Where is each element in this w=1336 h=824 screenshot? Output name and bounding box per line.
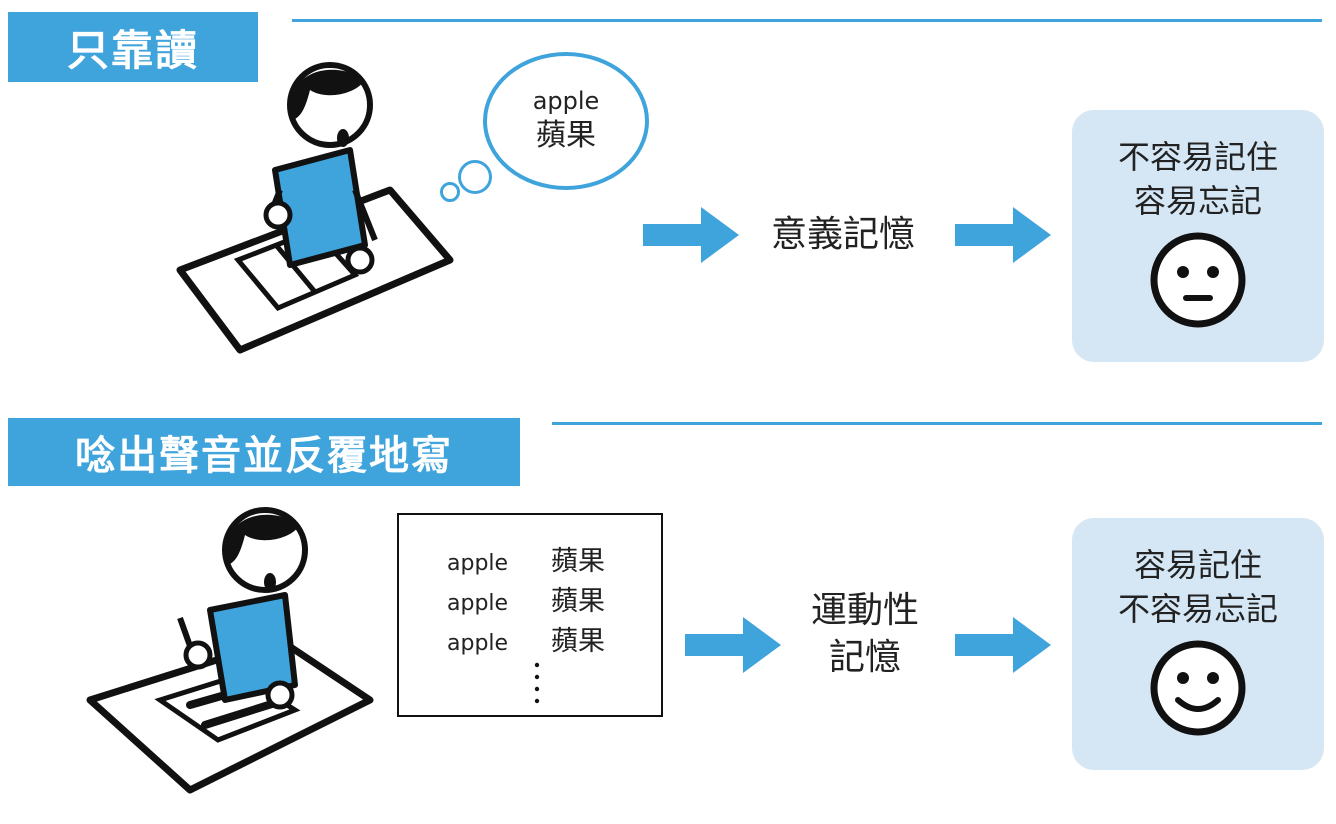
result-box: 容易記住 不容易忘記 xyxy=(1072,518,1324,770)
result-line-2: 容易忘記 xyxy=(1133,182,1262,220)
memory-type-line-1: 運動性 xyxy=(810,590,919,631)
section-header: 唸出聲音並反覆地寫 xyxy=(8,418,520,486)
notebook-word: apple xyxy=(447,591,509,616)
section-header: 只靠讀 xyxy=(8,12,258,82)
notebook-word: apple xyxy=(447,631,509,656)
memory-type-line-2: 記憶 xyxy=(828,636,901,678)
memory-type-label: 運動性 記憶 xyxy=(785,588,945,682)
thought-dot xyxy=(440,182,460,202)
reading-student-illustration xyxy=(176,62,454,354)
header-divider xyxy=(292,19,1322,22)
arrow-right-icon xyxy=(955,207,1051,263)
header-divider xyxy=(552,422,1322,425)
notebook-word: apple xyxy=(447,551,509,576)
thought-word: apple xyxy=(532,87,600,116)
notebook-meaning: 蘋果 xyxy=(551,586,605,617)
smiley-face-icon xyxy=(1150,640,1246,736)
thought-meaning: 蘋果 xyxy=(536,117,596,153)
notebook-row: apple 蘋果 xyxy=(447,619,605,658)
result-box: 不容易記住 容易忘記 xyxy=(1072,110,1324,362)
section-reading: 只靠讀 apple 蘋果 意義記憶 不容易記住 容易忘記 xyxy=(0,0,1336,400)
result-line-1: 容易記住 xyxy=(1133,546,1262,584)
arrow-right-icon xyxy=(955,617,1051,673)
notebook-meaning: 蘋果 xyxy=(551,626,605,657)
arrow-right-icon xyxy=(643,207,739,263)
ellipsis-icon xyxy=(534,662,540,704)
result-line-1: 不容易記住 xyxy=(1117,138,1278,176)
thought-bubble: apple 蘋果 xyxy=(483,52,649,190)
section-writing: 唸出聲音並反覆地寫 apple 蘋果 apple 蘋果 apple 蘋果 xyxy=(0,400,1336,824)
notebook-row: apple 蘋果 xyxy=(447,539,605,578)
result-line-2: 不容易忘記 xyxy=(1117,590,1278,628)
writing-student-illustration xyxy=(86,507,374,794)
arrow-right-icon xyxy=(685,617,781,673)
memory-type-label: 意義記憶 xyxy=(770,214,915,255)
notebook-row: apple 蘋果 xyxy=(447,579,605,618)
thought-dot xyxy=(458,160,492,194)
neutral-face-icon xyxy=(1150,232,1246,328)
notebook-meaning: 蘋果 xyxy=(551,546,605,577)
practice-notebook: apple 蘋果 apple 蘋果 apple 蘋果 xyxy=(397,513,663,717)
